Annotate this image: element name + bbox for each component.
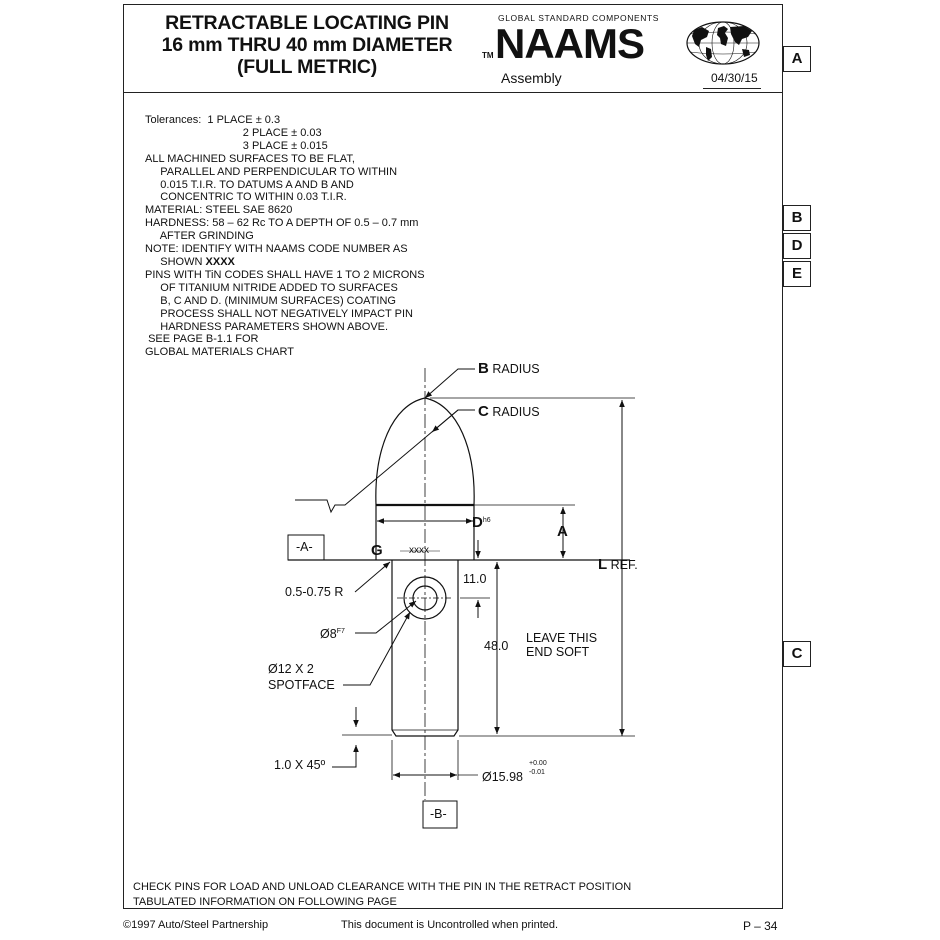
header-divider xyxy=(123,92,783,93)
footnote-tabulated: TABULATED INFORMATION ON FOLLOWING PAGE xyxy=(133,896,397,908)
datum-a-label: -A- xyxy=(296,540,313,554)
footer-copyright: ©1997 Auto/Steel Partnership xyxy=(123,919,269,931)
drawing-frame xyxy=(123,4,783,909)
tab-c[interactable]: C xyxy=(783,641,811,667)
dim-11-label: 11.0 xyxy=(463,572,487,586)
a-dim-label: A xyxy=(557,523,568,540)
datum-b-box xyxy=(422,800,458,829)
page-title: RETRACTABLE LOCATING PIN 16 mm THRU 40 m… xyxy=(124,12,490,78)
d-diameter-label: Dh6 xyxy=(472,514,491,531)
datum-b-label: -B- xyxy=(430,807,447,821)
note-hardness-1: HARDNESS: 58 – 62 Rc TO A DEPTH OF 0.5 –… xyxy=(145,217,419,230)
note-flat-3: 0.015 T.I.R. TO DATUMS A AND B AND xyxy=(160,178,354,191)
title-line-2: 16 mm THRU 40 mm DIAMETER xyxy=(161,34,453,56)
revision-date: 04/30/15 xyxy=(711,71,758,85)
diameter-label: Ø15.98 xyxy=(482,770,524,784)
note-tin-2: OF TITANIUM NITRIDE ADDED TO SURFACES xyxy=(160,281,398,294)
note-tin-1: PINS WITH TiN CODES SHALL HAVE 1 TO 2 MI… xyxy=(145,268,425,281)
b-radius-label: B RADIUS xyxy=(478,360,540,377)
note-see-1: SEE PAGE B-1.1 FOR xyxy=(148,333,259,346)
note-tin-4: PROCESS SHALL NOT NEGATIVELY IMPACT PIN xyxy=(160,307,413,320)
tab-d[interactable]: D xyxy=(783,233,811,259)
g-label: G xyxy=(371,542,383,559)
l-ref-label: L REF. xyxy=(598,556,638,573)
note-flat-4: CONCENTRIC TO WITHIN 0.03 T.I.R. xyxy=(160,191,347,204)
hole-label: Ø8F7 xyxy=(320,627,345,641)
title-line-1: RETRACTABLE LOCATING PIN xyxy=(165,12,449,34)
tab-b[interactable]: B xyxy=(783,205,811,231)
page-number: P – 34 xyxy=(743,919,778,933)
note-material: MATERIAL: STEEL SAE 8620 xyxy=(145,204,293,217)
date-underline xyxy=(703,88,761,89)
note-tin-3: B, C AND D. (MINIMUM SURFACES) COATING xyxy=(160,294,396,307)
tolerance-3-place: 3 PLACE ± 0.015 xyxy=(242,139,328,152)
note-identify-1: NOTE: IDENTIFY WITH NAAMS CODE NUMBER AS xyxy=(145,243,408,256)
b-radius-leader xyxy=(424,368,475,399)
brand-logo-text: NAAMS xyxy=(495,20,645,67)
note-identify-code: XXXX xyxy=(205,255,235,268)
note-flat-2: PARALLEL AND PERPENDICULAR TO WITHIN xyxy=(160,165,398,178)
title-line-3: (FULL METRIC) xyxy=(236,56,377,78)
footer-uncontrolled: This document is Uncontrolled when print… xyxy=(341,919,559,931)
dim-48-label: 48.0 xyxy=(484,639,509,653)
code-label: xxxx xyxy=(409,545,429,556)
radius-leader xyxy=(354,561,391,593)
radius-range-label: 0.5-0.75 R xyxy=(285,585,344,599)
chamfer-label: 1.0 X 45º xyxy=(274,758,326,772)
tolerance-1-place: 1 PLACE ± 0.3 xyxy=(207,114,281,126)
hole-leader xyxy=(355,600,417,634)
tab-e[interactable]: E xyxy=(783,261,811,287)
c-radius-label: C RADIUS xyxy=(478,403,540,420)
diameter-tolerance: +0.00-0.01 xyxy=(529,760,547,776)
note-hardness-2: AFTER GRINDING xyxy=(159,230,254,243)
tab-a[interactable]: A xyxy=(783,46,811,72)
trademark: TM xyxy=(482,51,494,60)
tolerance-2-place: 2 PLACE ± 0.03 xyxy=(242,126,322,139)
section-label: Assembly xyxy=(501,70,562,86)
c-radius-arrow xyxy=(431,409,459,433)
chamfer-leader xyxy=(332,745,359,768)
brand-tagline: GLOBAL STANDARD COMPONENTS xyxy=(498,13,660,23)
shank-outline xyxy=(391,560,459,737)
c-radius-leader xyxy=(295,409,475,514)
note-identify-2: SHOWN xyxy=(160,255,203,268)
datum-a-box xyxy=(287,534,325,561)
note-see-2: GLOBAL MATERIALS CHART xyxy=(145,346,294,359)
note-tin-5: HARDNESS PARAMETERS SHOWN ABOVE. xyxy=(160,320,389,333)
footnote-clearance: CHECK PINS FOR LOAD AND UNLOAD CLEARANCE… xyxy=(133,881,632,893)
tolerances-label: Tolerances: xyxy=(145,114,202,126)
note-flat-1: ALL MACHINED SURFACES TO BE FLAT, xyxy=(145,152,355,165)
spotface-leader xyxy=(343,611,411,686)
general-notes: Tolerances: 1 PLACE ± 0.3 2 PLACE ± 0.03… xyxy=(145,114,425,359)
